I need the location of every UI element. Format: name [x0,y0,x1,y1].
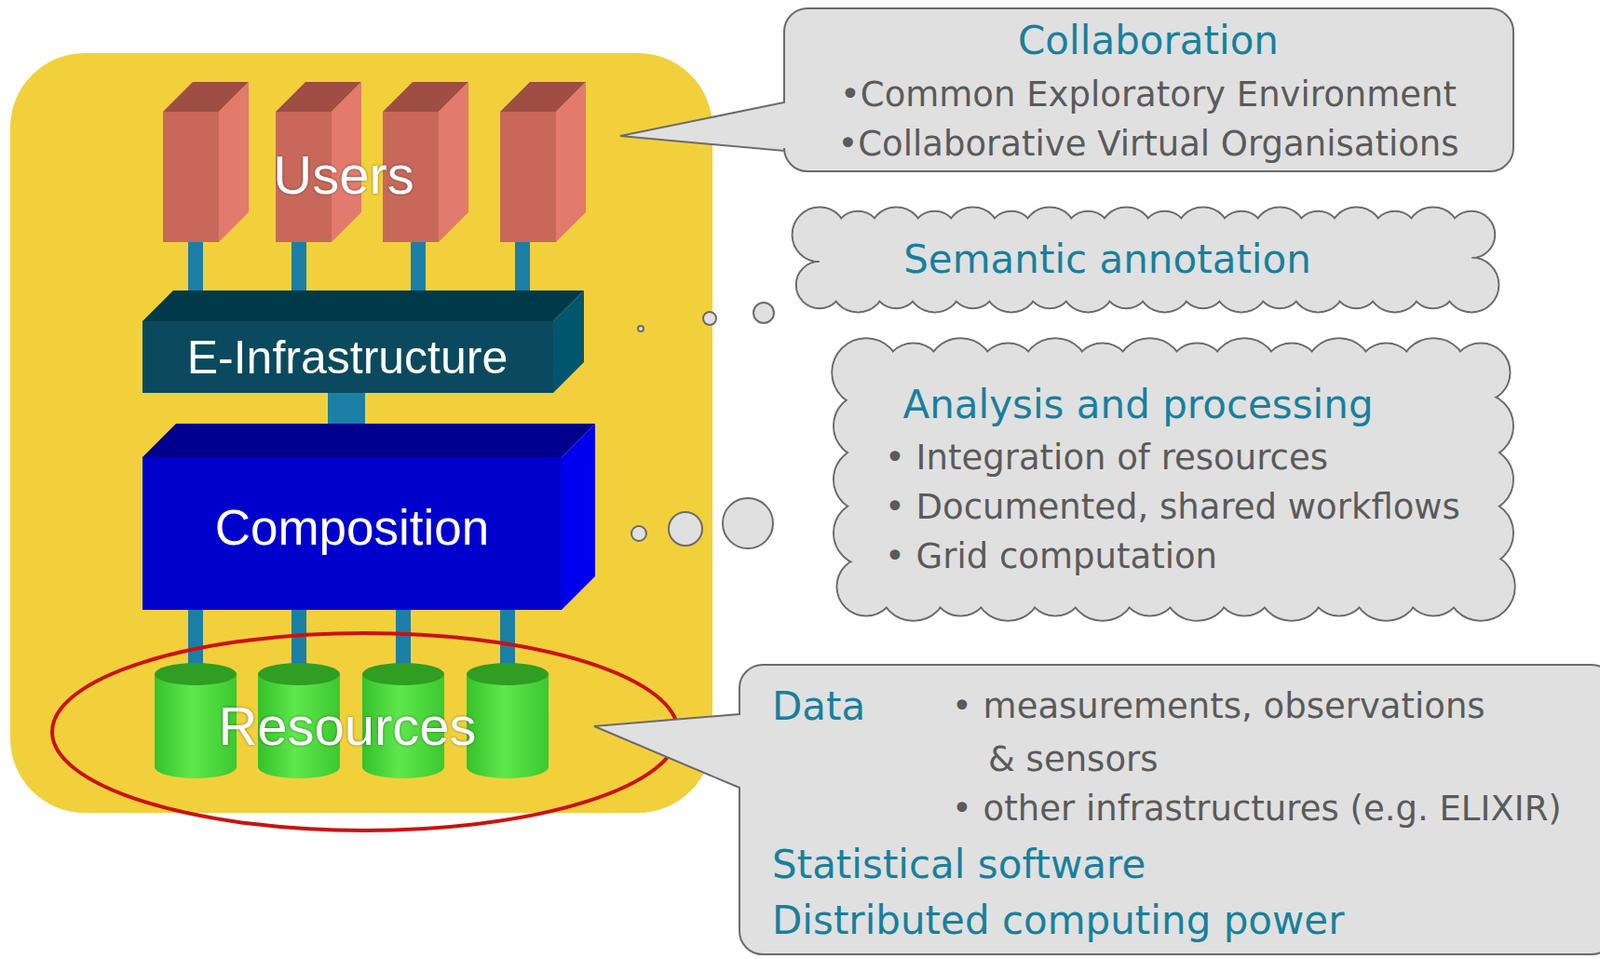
resources-cylinders: Resources [154,663,549,780]
block-top [142,290,584,322]
bullet-item: • Integration of resources [884,437,1329,479]
callout-bubble [620,8,1514,172]
thought-dot [637,325,644,332]
thought-cloud: Analysis and processing • Integration of … [833,339,1514,620]
box-side [555,81,586,243]
bullet-item: •Common Exploratory Environment [840,74,1457,116]
bullet-item: • measurements, observations & sensors [951,679,1492,787]
callout-bubble [594,664,1600,955]
cloud-fill [793,208,1498,312]
callout-heading: Statistical software [772,841,1146,889]
block-side [553,290,584,394]
block-front [142,321,554,394]
cloud-lobe-fill [1445,258,1498,312]
block-top [142,423,596,458]
users-group: Users [162,81,587,243]
thought-dot [703,311,717,326]
resource-cylinder [466,663,549,779]
layer-label: Composition [215,498,490,558]
bullet-item: • Grid computation [884,536,1218,578]
cloud-lobe-fill [1449,394,1513,459]
block-front [142,457,562,611]
cloud-heading: Semantic annotation [903,236,1312,284]
bullet-item: •Collaborative Virtual Organisations [837,123,1459,165]
cylinder-top [154,663,237,686]
cloud-outline [792,207,1500,313]
thought-dots [631,302,774,549]
cloud-outline [831,338,1516,622]
box-front [500,111,556,243]
user-box [500,81,586,243]
box-side [438,81,469,243]
cloud-heading: Analysis and processing [902,381,1373,429]
callout-heading: Data [772,683,866,731]
infrastructure-slab: E-Infrastructure [142,290,584,394]
yellow-panel [10,53,713,814]
cylinder-top [466,663,549,686]
box-front [162,111,219,243]
cylinder-body [466,674,549,779]
speech-callout: Data • measurements, observations & senso… [739,664,1600,955]
thought-cloud: Semantic annotation [793,208,1498,312]
thought-dot [753,302,774,324]
block-side [561,423,596,611]
bullet-item: • other infrastructures (e.g. ELIXIR) [951,788,1562,830]
cylinder-top [362,663,445,686]
highlight-ellipse [52,633,678,831]
cloud-fill [832,338,1514,620]
callout-heading: Collaboration [1017,17,1279,65]
speech-callout: Collaboration •Common Exploratory Environ… [784,8,1514,172]
composition-block: Composition [142,423,596,611]
cloud-lobe-fill [1452,344,1510,402]
layer-label: Users [272,142,414,208]
layer-label: Resources [217,693,476,760]
thought-dot [631,526,647,542]
bullet-item: • Documented, shared workflows [884,487,1461,529]
cloud-lobe-fill [1449,212,1494,258]
user-box [162,81,249,243]
box-side [218,81,249,243]
callout-heading: Distributed computing power [772,897,1344,945]
thought-dot [668,512,703,546]
layer-label: E-Infrastructure [187,329,509,386]
thought-dot [722,498,773,549]
cylinder-top [257,663,340,686]
